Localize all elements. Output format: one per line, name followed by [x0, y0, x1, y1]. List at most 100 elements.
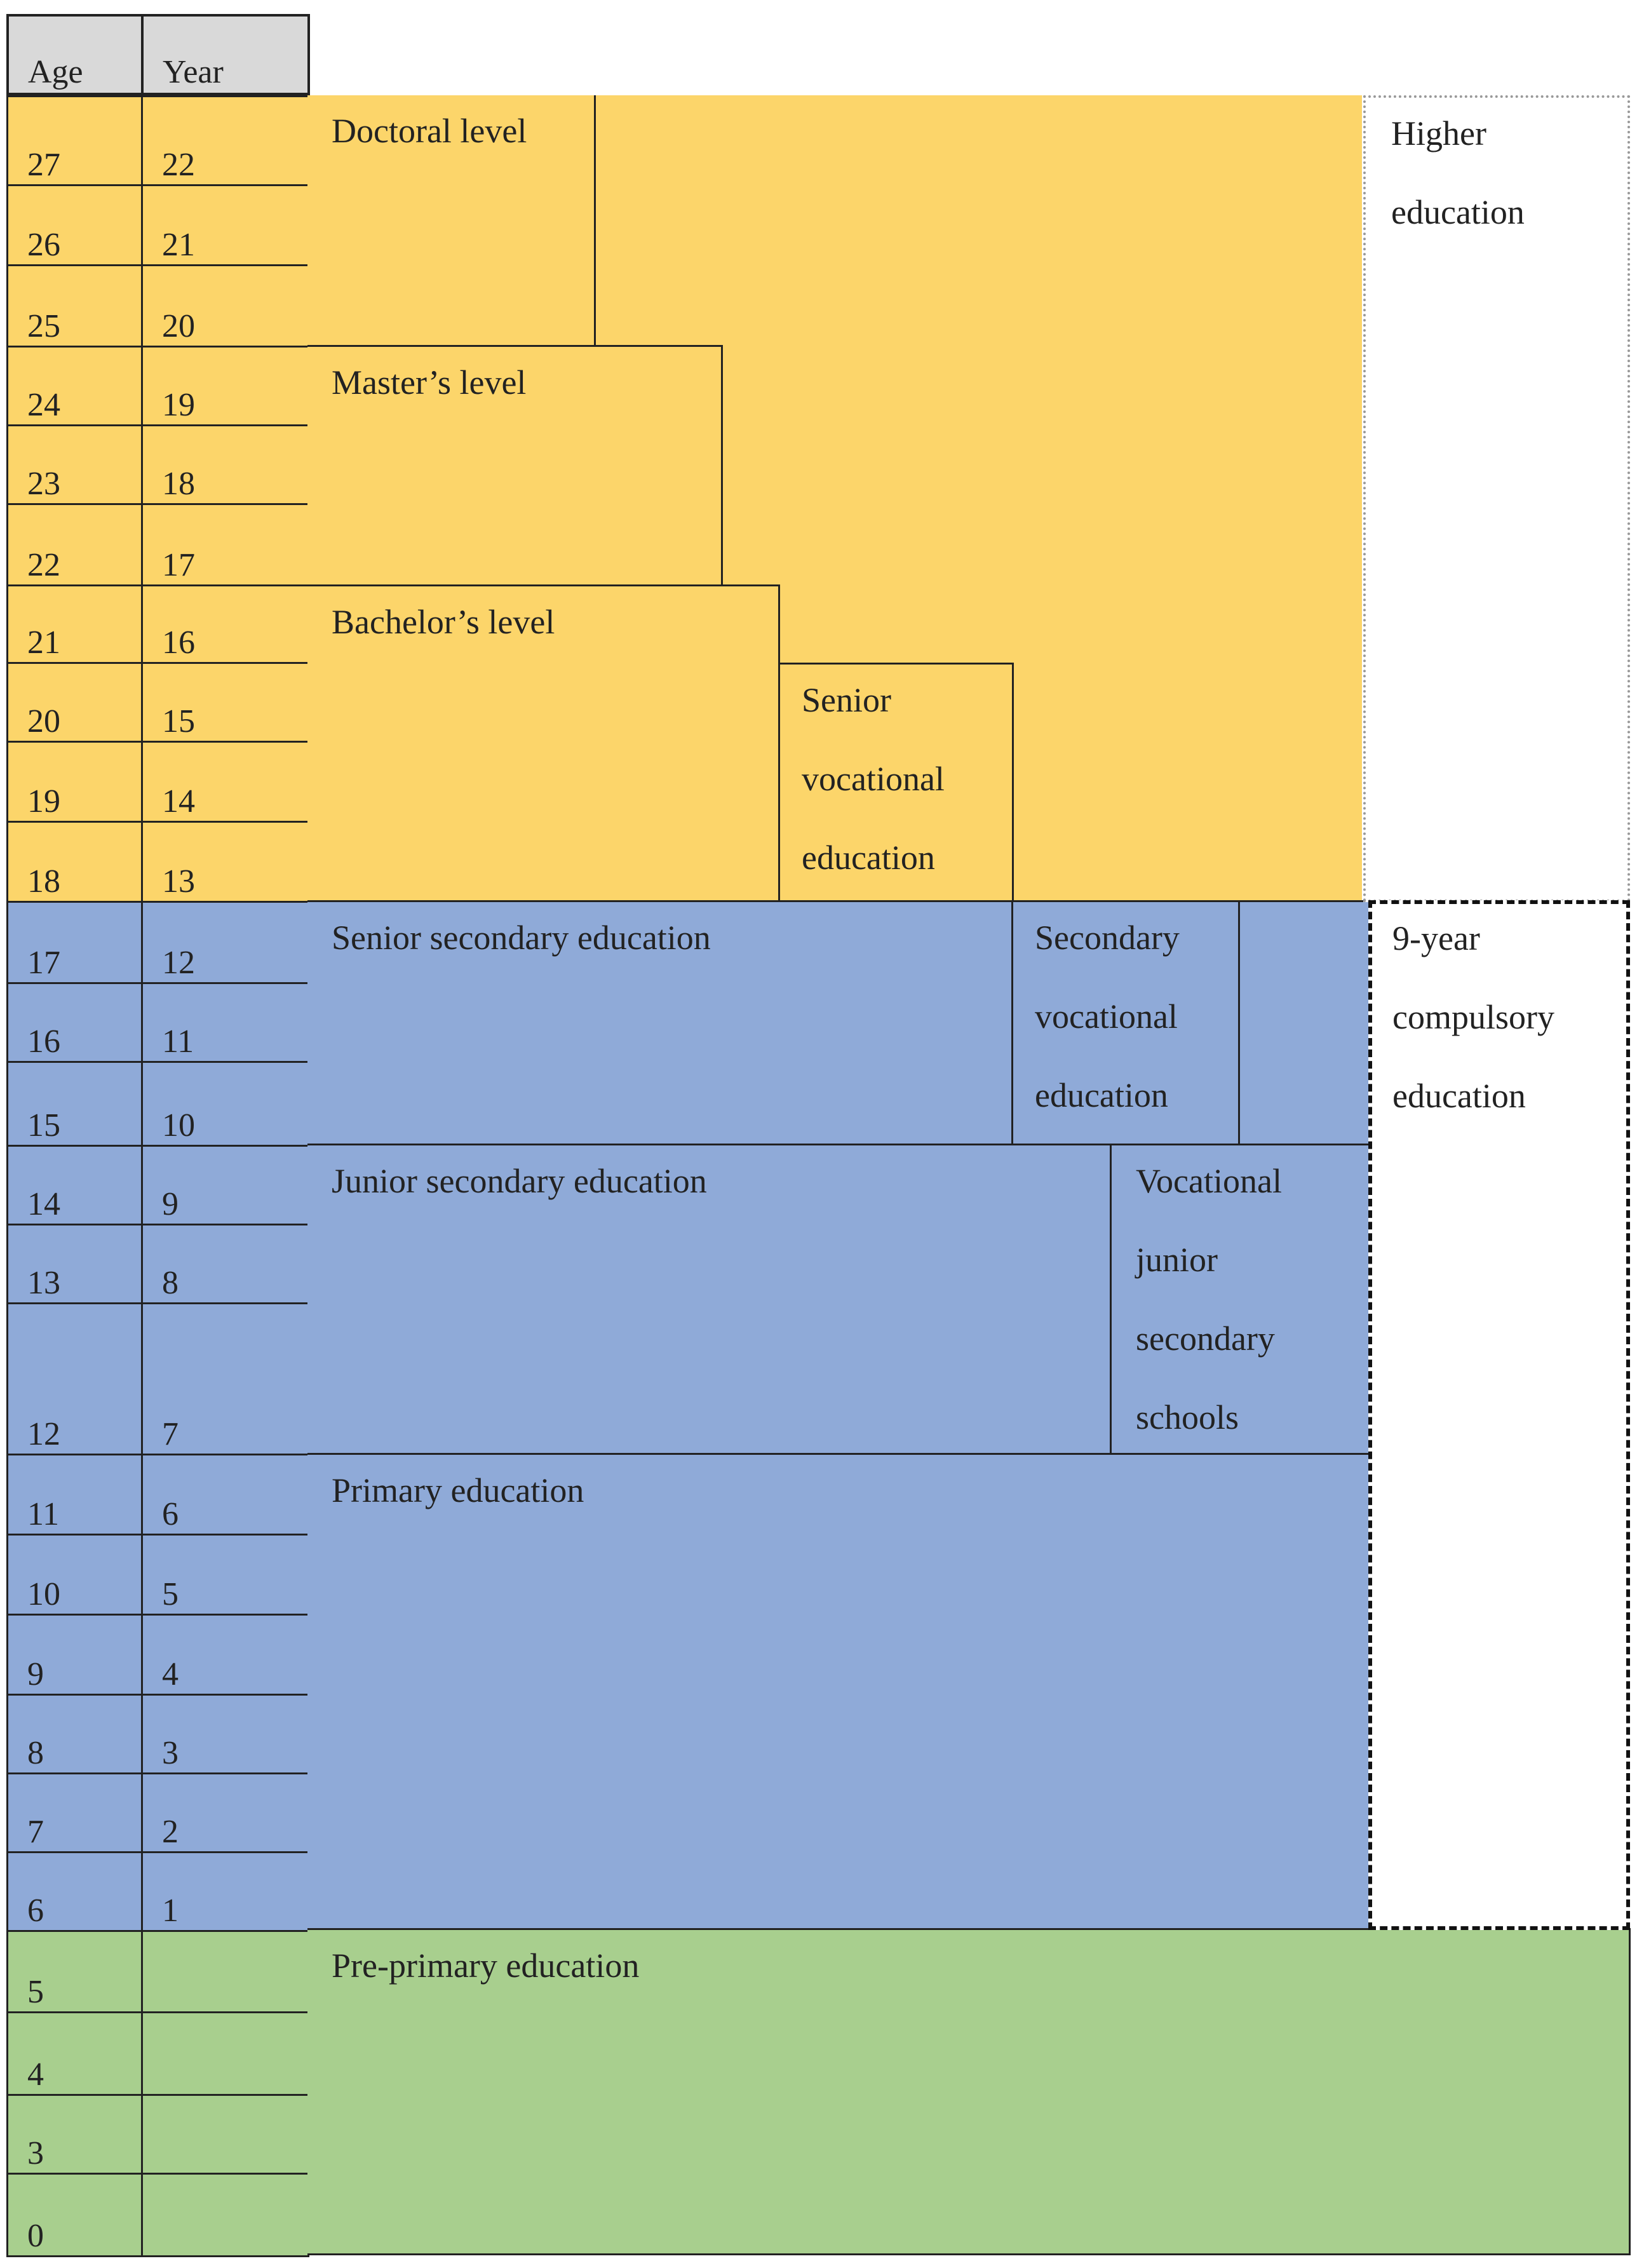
year-cell: 4 — [141, 1614, 309, 1696]
age-cell-value: 23 — [27, 466, 60, 502]
year-cell: 11 — [141, 982, 309, 1063]
year-cell-value: 20 — [162, 308, 195, 344]
age-cell: 26 — [6, 184, 143, 266]
age-cell: 14 — [6, 1145, 143, 1225]
year-cell-value: 1 — [162, 1893, 179, 1929]
age-cell: 27 — [6, 95, 143, 186]
year-cell: 21 — [141, 184, 309, 266]
year-cell: 14 — [141, 741, 309, 823]
age-cell: 19 — [6, 741, 143, 823]
age-cell-value: 0 — [27, 2218, 44, 2254]
doctoral-level-label: Doctoral level — [332, 112, 527, 150]
secondary-vocational-block: Secondary vocational education — [1011, 900, 1240, 1145]
year-cell: 12 — [141, 901, 309, 984]
age-cell: 16 — [6, 982, 143, 1063]
age-cell: 4 — [6, 2011, 143, 2096]
age-cell-value: 22 — [27, 547, 60, 583]
year-cell: 16 — [141, 584, 309, 664]
year-cell-value: 2 — [162, 1814, 179, 1850]
year-cell: 2 — [141, 1772, 309, 1853]
age-cell: 7 — [6, 1772, 143, 1853]
age-cell: 6 — [6, 1851, 143, 1932]
year-cell: 17 — [141, 503, 309, 586]
year-cell-value: 10 — [162, 1107, 195, 1144]
primary-education-label: Primary education — [332, 1471, 584, 1509]
year-header-label: Year — [163, 54, 224, 90]
year-cell — [141, 2173, 309, 2257]
junior-secondary-block: Junior secondary education — [307, 1144, 1112, 1455]
year-cell-value: 18 — [162, 466, 195, 502]
age-cell-value: 25 — [27, 308, 60, 344]
year-column-header: Year — [141, 14, 310, 95]
year-cell: 22 — [141, 95, 309, 186]
age-cell-value: 13 — [27, 1265, 60, 1301]
age-cell: 23 — [6, 424, 143, 505]
pre-primary-block: Pre-primary education — [307, 1928, 1631, 2255]
year-cell-value: 22 — [162, 147, 195, 183]
age-cell: 12 — [6, 1302, 143, 1455]
year-cell: 3 — [141, 1694, 309, 1774]
year-cell: 7 — [141, 1302, 309, 1455]
age-cell: 18 — [6, 821, 143, 903]
age-cell: 22 — [6, 503, 143, 586]
age-cell-value: 9 — [27, 1656, 44, 1692]
senior-secondary-block: Senior secondary education — [307, 900, 1013, 1145]
year-cell: 18 — [141, 424, 309, 505]
compulsory-education-bracket: 9-year compulsory education — [1368, 900, 1630, 1930]
age-cell-value: 3 — [27, 2135, 44, 2171]
year-cell-value: 6 — [162, 1496, 179, 1532]
age-cell-value: 18 — [27, 863, 60, 900]
year-cell: 9 — [141, 1145, 309, 1225]
masters-level-block: Master’s level — [307, 345, 723, 586]
year-cell-value: 3 — [162, 1735, 179, 1771]
secondary-vocational-label: Secondary vocational education — [1035, 919, 1180, 1114]
age-cell-value: 20 — [27, 703, 60, 739]
age-header-label: Age — [28, 54, 83, 90]
year-cell-value: 12 — [162, 945, 195, 981]
year-cell-value: 14 — [162, 783, 195, 820]
age-cell-value: 10 — [27, 1576, 60, 1612]
doctoral-level-block: Doctoral level — [307, 95, 596, 347]
year-cell: 13 — [141, 821, 309, 903]
age-cell-value: 12 — [27, 1416, 60, 1452]
higher-education-bracket: Higher education — [1363, 95, 1630, 902]
age-cell-value: 4 — [27, 2056, 44, 2093]
compulsory-education-label: 9-year compulsory education — [1392, 919, 1554, 1115]
year-cell: 8 — [141, 1224, 309, 1304]
bachelors-level-label: Bachelor’s level — [332, 603, 555, 641]
year-cell-value: 5 — [162, 1576, 179, 1612]
year-cell: 10 — [141, 1061, 309, 1147]
year-cell-value: 7 — [162, 1416, 179, 1452]
age-cell-value: 19 — [27, 783, 60, 820]
year-cell — [141, 2094, 309, 2175]
senior-vocational-block: Senior vocational education — [778, 663, 1014, 902]
age-cell-value: 11 — [27, 1496, 60, 1532]
year-cell: 6 — [141, 1454, 309, 1536]
age-cell: 8 — [6, 1694, 143, 1774]
higher-education-label: Higher education — [1391, 114, 1525, 231]
age-cell: 11 — [6, 1454, 143, 1536]
age-cell-value: 26 — [27, 227, 60, 263]
year-cell-value: 17 — [162, 547, 195, 583]
age-cell-value: 8 — [27, 1735, 44, 1771]
age-cell: 20 — [6, 662, 143, 743]
year-cell: 15 — [141, 662, 309, 743]
secondary-gap-block — [1238, 900, 1372, 1145]
age-cell-value: 16 — [27, 1023, 60, 1060]
age-cell: 21 — [6, 584, 143, 664]
age-cell-value: 6 — [27, 1893, 44, 1929]
age-column-header: Age — [6, 14, 144, 95]
year-cell-value: 21 — [162, 227, 195, 263]
year-cell: 5 — [141, 1534, 309, 1616]
age-cell: 25 — [6, 264, 143, 348]
year-cell: 20 — [141, 264, 309, 348]
year-cell-value: 8 — [162, 1265, 179, 1301]
age-cell-value: 5 — [27, 1974, 44, 2010]
senior-secondary-label: Senior secondary education — [332, 919, 711, 957]
year-cell-value: 19 — [162, 387, 195, 423]
vocational-junior-label: Vocational junior secondary schools — [1136, 1162, 1282, 1436]
age-cell: 10 — [6, 1534, 143, 1616]
pre-primary-label: Pre-primary education — [332, 1947, 640, 1985]
age-cell-value: 21 — [27, 624, 60, 661]
